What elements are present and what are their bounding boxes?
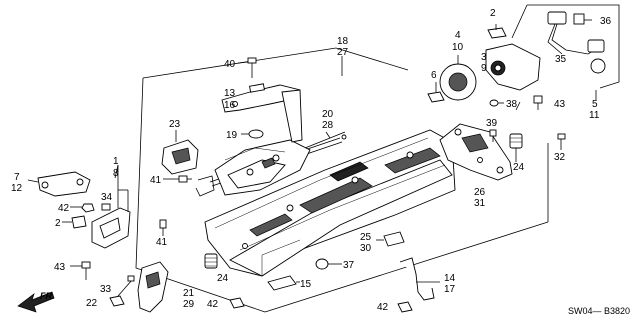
clip-41a bbox=[163, 175, 192, 183]
clip-38 bbox=[489, 99, 504, 107]
callout-3: 3 bbox=[481, 52, 487, 63]
cover-21-29 bbox=[137, 261, 169, 313]
callout-34: 34 bbox=[101, 192, 113, 203]
callout-33: 33 bbox=[100, 284, 112, 295]
callout-24-lower: 24 bbox=[217, 273, 229, 284]
callout-6: 6 bbox=[431, 70, 437, 81]
callout-2-left: 2 bbox=[55, 218, 61, 229]
callout-43-left: 43 bbox=[54, 262, 66, 273]
callout-12: 12 bbox=[11, 183, 23, 194]
clip-2b bbox=[62, 215, 87, 229]
front-label: FR. bbox=[40, 291, 55, 301]
callout-11: 11 bbox=[589, 110, 600, 121]
callout-28: 28 bbox=[322, 120, 334, 131]
bracket-14-17 bbox=[399, 257, 440, 301]
nut-42c bbox=[397, 301, 413, 313]
front-arrow bbox=[17, 291, 55, 313]
callout-30: 30 bbox=[360, 243, 372, 254]
spring-24a bbox=[509, 133, 523, 162]
callout-14: 14 bbox=[444, 273, 456, 284]
callout-9: 9 bbox=[481, 63, 487, 74]
knob-4-10 bbox=[439, 55, 477, 101]
callout-18: 18 bbox=[337, 36, 349, 47]
seat-rail-frame bbox=[204, 129, 456, 277]
callout-29: 29 bbox=[183, 299, 195, 310]
clip-34 bbox=[101, 203, 111, 211]
link-mechanism bbox=[195, 139, 311, 197]
callout-42-right: 42 bbox=[377, 302, 389, 313]
bracket-26-31 bbox=[439, 123, 513, 181]
clip-15 bbox=[267, 275, 300, 291]
callout-20: 20 bbox=[322, 109, 334, 120]
callout-36: 36 bbox=[600, 16, 612, 27]
inset-box bbox=[511, 4, 620, 89]
callout-22: 22 bbox=[86, 298, 98, 309]
callout-31: 31 bbox=[474, 198, 486, 209]
callout-1: 1 bbox=[113, 156, 119, 167]
bracket-13-16 bbox=[221, 83, 303, 143]
callout-19: 19 bbox=[226, 130, 238, 141]
callout-26: 26 bbox=[474, 187, 486, 198]
bolt-40 bbox=[237, 57, 257, 78]
nut-42b bbox=[229, 297, 245, 309]
callout-41-upper: 41 bbox=[150, 175, 162, 186]
bolt-43a bbox=[533, 95, 543, 110]
callout-32: 32 bbox=[554, 152, 566, 163]
bolt-32 bbox=[557, 133, 566, 150]
bracket-3-9 bbox=[485, 43, 541, 91]
callout-5: 5 bbox=[592, 99, 598, 110]
callout-38: 38 bbox=[506, 99, 518, 110]
diagram-code: SW04— B3820 bbox=[568, 306, 630, 316]
callout-16: 16 bbox=[224, 100, 236, 111]
callout-35: 35 bbox=[555, 54, 567, 65]
callout-8: 8 bbox=[113, 168, 119, 179]
nut-42a bbox=[70, 203, 95, 213]
washer-19 bbox=[241, 129, 264, 139]
callout-27: 27 bbox=[337, 47, 349, 58]
bracket-1-8 bbox=[91, 165, 131, 249]
callout-23: 23 bbox=[169, 119, 181, 130]
bracket-7-12 bbox=[27, 171, 91, 197]
bolt-39 bbox=[489, 129, 497, 142]
callout-21: 21 bbox=[183, 288, 195, 299]
clip-2a bbox=[487, 24, 507, 39]
callout-43-top: 43 bbox=[554, 99, 566, 110]
callout-25: 25 bbox=[360, 232, 372, 243]
callout-39: 39 bbox=[486, 118, 498, 129]
clip-37 bbox=[315, 258, 342, 270]
callout-42-bottom: 42 bbox=[207, 299, 219, 310]
callout-17: 17 bbox=[444, 284, 456, 295]
bolt-43b bbox=[70, 261, 91, 280]
callout-15: 15 bbox=[300, 279, 312, 290]
callout-labels: 18 27 2 36 4 10 3 9 35 40 6 38 43 5 11 1… bbox=[11, 8, 612, 313]
bolt-33 bbox=[117, 275, 135, 297]
callout-4: 4 bbox=[455, 30, 461, 41]
callout-13: 13 bbox=[224, 88, 236, 99]
callout-2-top: 2 bbox=[490, 8, 496, 19]
callout-37: 37 bbox=[343, 260, 355, 271]
callout-40: 40 bbox=[224, 59, 236, 70]
clip-41b bbox=[159, 219, 167, 236]
leader-lines bbox=[114, 56, 597, 179]
pad-23 bbox=[161, 130, 199, 175]
callout-42-left: 42 bbox=[58, 203, 70, 214]
harness-36-35 bbox=[547, 11, 606, 74]
callout-10: 10 bbox=[452, 42, 464, 53]
callout-24-upper: 24 bbox=[513, 162, 525, 173]
nut-22 bbox=[109, 295, 125, 307]
callout-41-lower: 41 bbox=[156, 237, 168, 248]
callout-7: 7 bbox=[14, 172, 20, 183]
clip-25-30 bbox=[376, 231, 405, 247]
spring-24b bbox=[204, 253, 218, 269]
bolt-6 bbox=[427, 82, 445, 103]
